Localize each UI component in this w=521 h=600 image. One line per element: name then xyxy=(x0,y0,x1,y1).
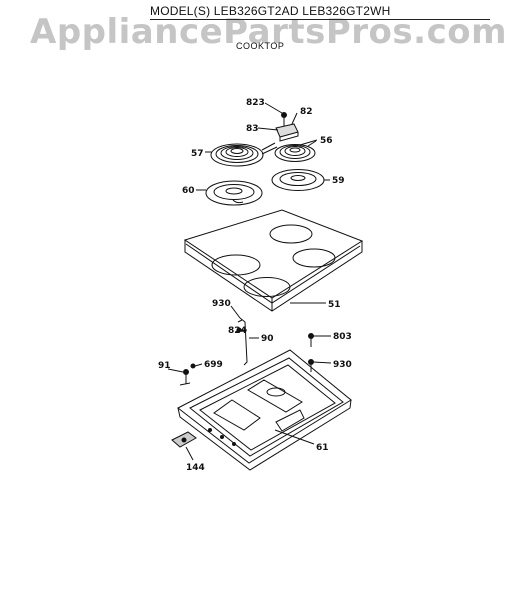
callout-60: 60 xyxy=(182,186,195,196)
callout-699: 699 xyxy=(204,360,223,370)
callout-59: 59 xyxy=(332,176,345,186)
small-drip-pan[interactable] xyxy=(271,169,325,191)
callout-82: 82 xyxy=(300,107,313,117)
section-title: COOKTOP xyxy=(236,41,285,51)
callout-803: 803 xyxy=(333,332,352,342)
callout-91: 91 xyxy=(158,361,171,371)
small-surface-element[interactable] xyxy=(274,140,317,162)
callout-56: 56 xyxy=(320,136,333,146)
screw-part[interactable] xyxy=(281,112,287,127)
cooktop-panel[interactable] xyxy=(183,209,364,312)
large-surface-element[interactable] xyxy=(210,142,278,167)
callout-930-bottom: 930 xyxy=(333,360,352,370)
model-header: MODEL(S) LEB326GT2AD LEB326GT2WH xyxy=(150,4,490,20)
callout-823: 823 xyxy=(246,98,265,108)
callout-61: 61 xyxy=(316,443,329,453)
watermark: AppliancePartsPros.com xyxy=(30,12,508,52)
large-drip-pan[interactable] xyxy=(205,180,263,206)
bracket-rod-part[interactable] xyxy=(236,317,248,366)
clip-bracket[interactable] xyxy=(171,431,197,448)
callout-83: 83 xyxy=(246,124,259,134)
screw-left-part[interactable] xyxy=(179,363,196,386)
callout-144: 144 xyxy=(186,463,205,473)
burner-box[interactable] xyxy=(177,349,352,471)
callout-51: 51 xyxy=(328,300,341,310)
callout-824: 824 xyxy=(228,326,247,336)
callout-930-top: 930 xyxy=(212,299,231,309)
terminal-block-part[interactable] xyxy=(275,123,299,142)
callout-57: 57 xyxy=(191,149,204,159)
callout-90: 90 xyxy=(261,334,274,344)
